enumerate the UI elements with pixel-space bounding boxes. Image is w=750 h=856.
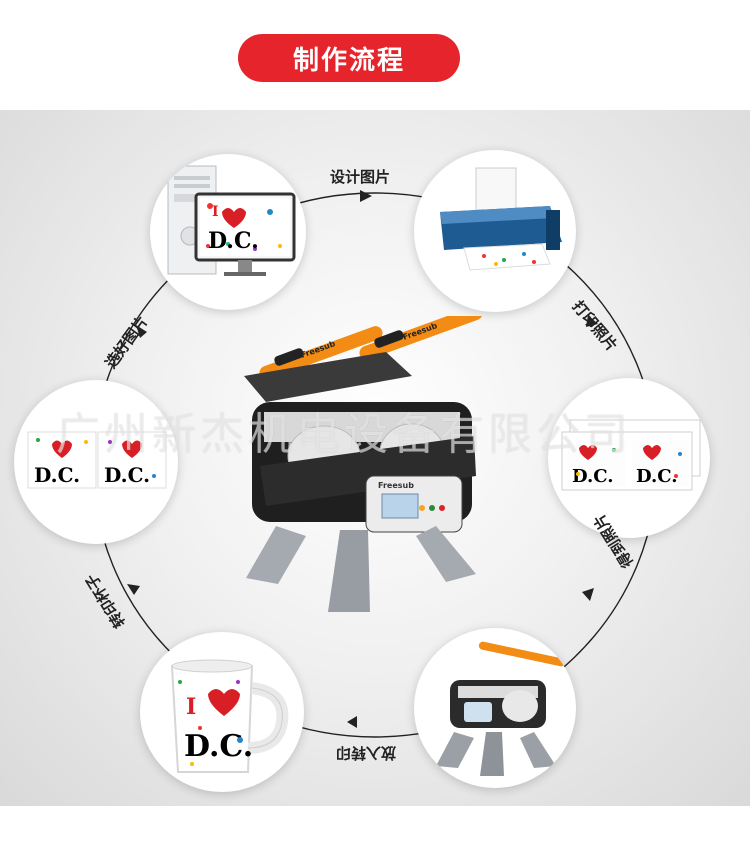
arrow-icon — [586, 315, 598, 327]
arrow-icon — [360, 190, 372, 202]
arrow-icon — [347, 716, 357, 728]
bottom-margin — [0, 806, 750, 856]
step-node-printer — [414, 150, 576, 312]
central-heat-press: Freesub Freesub Freesub — [244, 316, 483, 612]
svg-text:Freesub: Freesub — [378, 481, 414, 490]
step-node-mug: I D.C. — [140, 632, 304, 792]
step-node-photos: D.C. D.C. — [548, 378, 710, 538]
step-node-paper: D.C. D.C. — [14, 380, 178, 544]
photos-icon: D.C. D.C. — [561, 419, 701, 491]
arrow-icon — [582, 588, 594, 601]
company-watermark: 广州新杰机电设备有限公司 — [56, 409, 632, 460]
svg-text:I: I — [212, 204, 219, 220]
svg-text:D.C.: D.C. — [34, 463, 80, 487]
svg-text:D.C.: D.C. — [184, 729, 253, 764]
process-stage: I D.C. D.C. D.C. — [0, 110, 750, 806]
mug-icon: I D.C. — [170, 659, 289, 773]
svg-text:D.C.: D.C. — [636, 466, 678, 487]
page-title: 制作流程 — [292, 45, 405, 76]
svg-text:I: I — [186, 694, 196, 720]
arrow-icon — [136, 325, 147, 338]
computer-icon: I D.C. — [167, 165, 296, 276]
svg-text:D.C.: D.C. — [572, 466, 614, 487]
step-node-computer: I D.C. — [150, 154, 306, 310]
heat-press-icon — [436, 641, 566, 776]
printer-icon — [440, 167, 562, 271]
step-label-design: 设计图片 — [330, 168, 391, 186]
title-pill: 制作流程 — [238, 34, 460, 82]
arrow-icon — [127, 584, 140, 595]
step-node-press — [414, 628, 576, 788]
step-label-insert: 放入转印 — [335, 744, 396, 762]
transfer-paper-icon: D.C. D.C. — [27, 431, 167, 489]
svg-text:D.C.: D.C. — [104, 463, 150, 487]
svg-text:D.C.: D.C. — [208, 228, 259, 254]
